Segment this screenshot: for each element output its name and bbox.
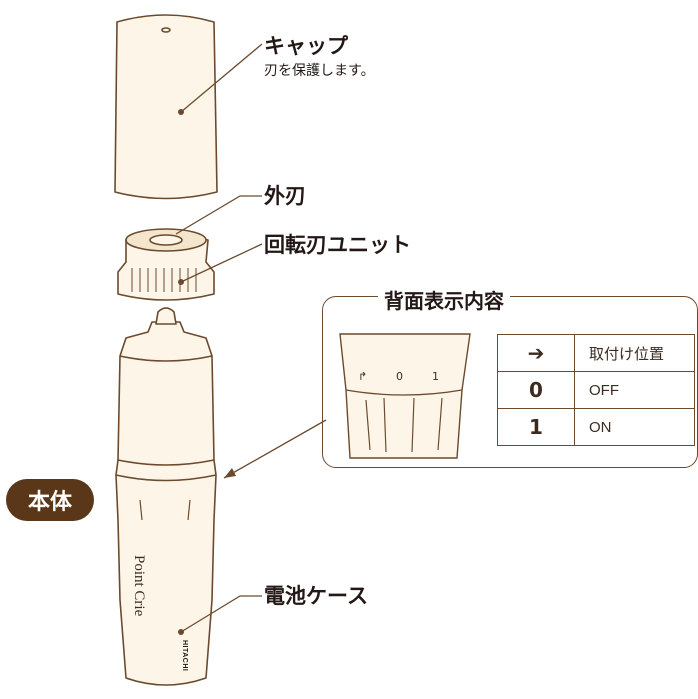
brand-text: HITACHI bbox=[181, 640, 188, 672]
body-badge: 本体 bbox=[6, 479, 94, 521]
dot-cap bbox=[178, 109, 184, 115]
legend-text-off: OFF bbox=[574, 371, 695, 409]
body bbox=[115, 321, 217, 686]
label-cap: キャップ bbox=[264, 34, 348, 58]
leader-rotary bbox=[180, 243, 263, 283]
model-text: Point Crie bbox=[131, 555, 147, 617]
mark-one: 1 bbox=[432, 370, 439, 383]
dot-rotary bbox=[178, 279, 184, 285]
leader-battery bbox=[180, 595, 262, 633]
cap bbox=[114, 14, 218, 200]
legend-row: 0 OFF bbox=[497, 371, 695, 409]
arrow-icon: ➔ bbox=[497, 334, 575, 372]
label-rotary-unit: 回転刃ユニット bbox=[264, 233, 411, 257]
dot-battery bbox=[178, 629, 184, 635]
label-battery-case: 電池ケース bbox=[264, 584, 368, 608]
panel-title: 背面表示内容 bbox=[378, 285, 510, 314]
legend-text-on: ON bbox=[574, 408, 695, 446]
leader-outer-blade bbox=[175, 195, 262, 235]
legend-row: ➔ 取付け位置 bbox=[497, 334, 695, 372]
outer-blade-inner bbox=[149, 234, 183, 246]
body-head bbox=[155, 307, 177, 325]
label-outer-blade: 外刃 bbox=[264, 184, 306, 208]
legend-symbol-off: 0 bbox=[497, 371, 575, 409]
legend-table: ➔ 取付け位置 0 OFF 1 ON bbox=[497, 334, 695, 446]
legend-row: 1 ON bbox=[497, 408, 695, 446]
mark-zero: 0 bbox=[396, 370, 403, 383]
label-cap-desc: 刃を保護します。 bbox=[264, 63, 375, 79]
legend-text-position: 取付け位置 bbox=[574, 334, 695, 372]
cap-top-hole bbox=[161, 27, 171, 33]
legend-symbol-on: 1 bbox=[497, 408, 575, 446]
leader-panel bbox=[223, 419, 327, 479]
leader-cap bbox=[180, 43, 263, 113]
mark-arrow: ↱ bbox=[358, 370, 368, 383]
